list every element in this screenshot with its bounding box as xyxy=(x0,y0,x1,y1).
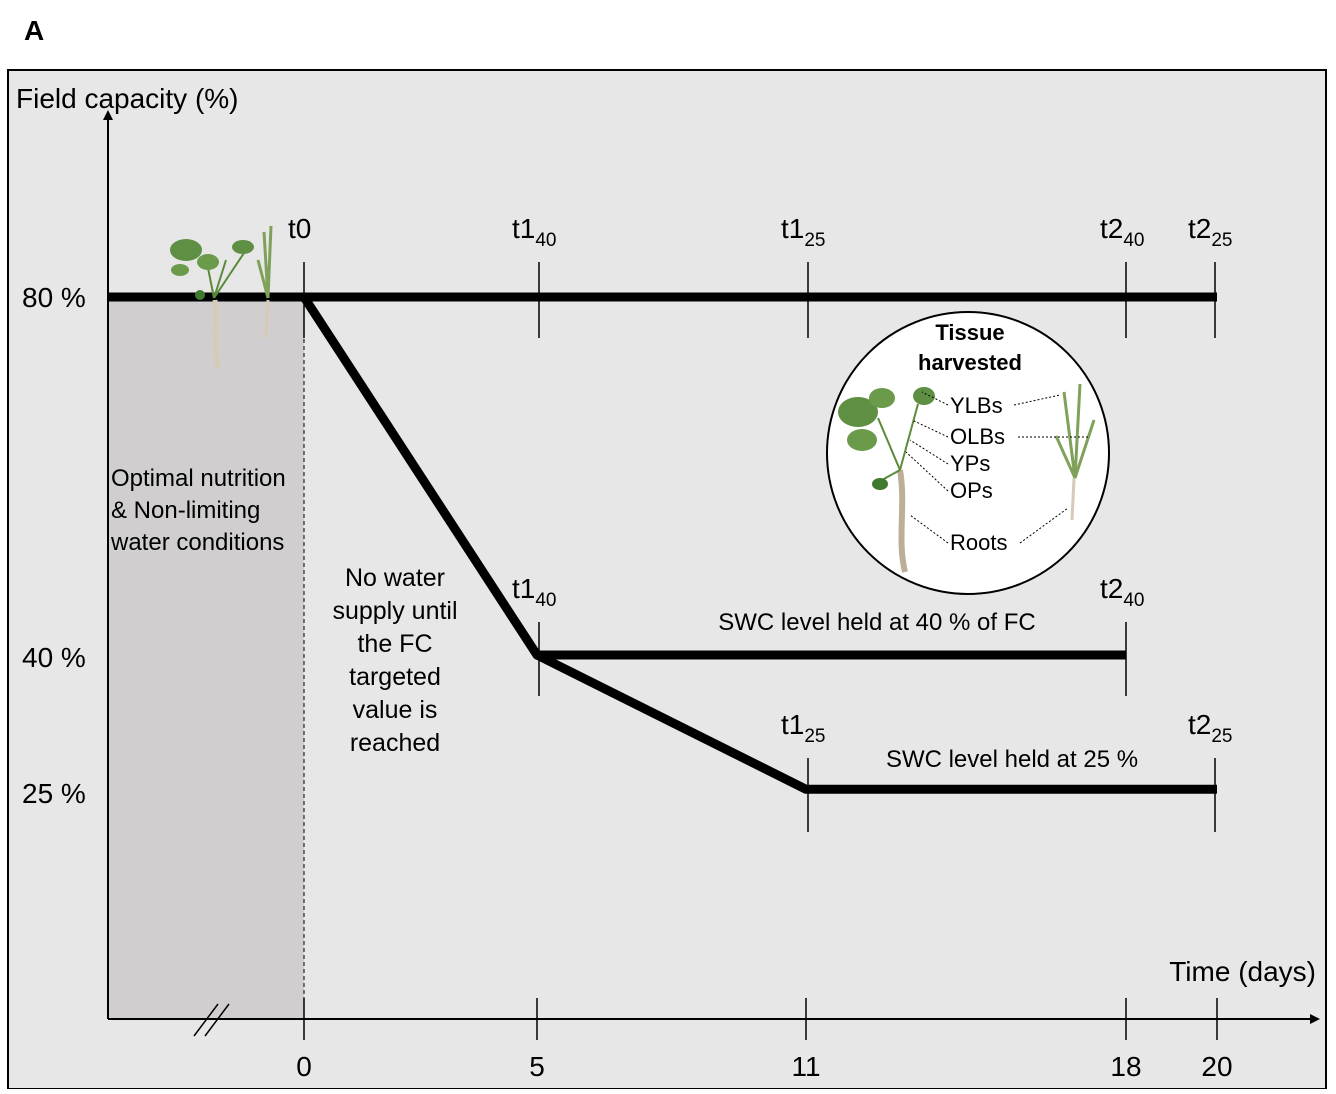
x-tick-label-20: 20 xyxy=(1201,1051,1232,1082)
y-tick-label-80: 80 % xyxy=(22,282,86,313)
no-water-label-line-4: targeted xyxy=(349,663,441,691)
tissue-label-ops: OPs xyxy=(950,478,993,503)
x-tick-label-5: 5 xyxy=(529,1051,545,1082)
timepoint-base: t2 xyxy=(1100,213,1123,244)
series-line-3 xyxy=(534,650,1217,794)
timepoint-base: t2 xyxy=(1188,213,1211,244)
timepoint-label-t1-25-low: t125 xyxy=(781,709,826,747)
tissue-title-line-2: harvested xyxy=(918,350,1022,375)
wheat-plant-icon xyxy=(1054,383,1096,521)
axis-break-mark-2 xyxy=(204,1003,230,1037)
tissue-label-ylbs: YLBs xyxy=(950,393,1003,418)
timepoint-subscript: 25 xyxy=(804,230,825,251)
x-axis-title: Time (days) xyxy=(1169,956,1316,987)
tissue-title-line-1: Tissue xyxy=(935,320,1004,345)
timepoint-subscript: 25 xyxy=(1211,230,1232,251)
timepoint-subscript: 40 xyxy=(1123,590,1144,611)
timepoint-base: t1 xyxy=(781,213,804,244)
baseline-shaded-region xyxy=(108,297,304,1019)
hold-40-label: SWC level held at 40 % of FC xyxy=(718,609,1035,636)
optimal-conditions-label-line-1: Optimal nutrition xyxy=(111,465,286,492)
timepoint-label-t2-25-top: t225 xyxy=(1188,213,1233,251)
timepoint-label-t2-25-low: t225 xyxy=(1188,709,1233,747)
timepoint-subscript: 40 xyxy=(535,230,556,251)
timepoint-base: t1 xyxy=(512,573,535,604)
timepoint-label-t1-40-mid: t140 xyxy=(512,573,557,611)
timepoint-label-t2-40-mid: t240 xyxy=(1100,573,1145,611)
no-water-label-line-3: the FC xyxy=(357,630,432,658)
hold-25-label: SWC level held at 25 % xyxy=(886,746,1138,773)
axis-break-mark-1 xyxy=(193,1003,219,1037)
panel-label: A xyxy=(24,15,44,46)
timepoint-subscript: 25 xyxy=(1211,726,1232,747)
rapeseed-plant-icon xyxy=(838,387,935,573)
rapeseed-seedling-icon xyxy=(170,239,254,369)
y-axis-title: Field capacity (%) xyxy=(16,83,239,114)
no-water-label-line-6: reached xyxy=(350,729,440,757)
no-water-label-line-2: supply until xyxy=(332,597,457,625)
wheat-seedling-icon xyxy=(256,225,273,339)
seedling-illustrations xyxy=(170,225,273,369)
x-tick-label-0: 0 xyxy=(296,1051,312,1082)
no-water-label-line-1: No water xyxy=(345,564,445,592)
y-tick-label-40: 40 % xyxy=(22,642,86,673)
tissue-harvested-callout: Tissue harvested YLBs OLBs YPs OPs Roots xyxy=(826,311,1110,595)
timepoint-label-t2-40-top: t240 xyxy=(1100,213,1145,251)
tissue-circle xyxy=(826,311,1110,595)
timepoint-base: t1 xyxy=(512,213,535,244)
timepoint-base: t2 xyxy=(1100,573,1123,604)
optimal-conditions-label-line-3: water conditions xyxy=(110,529,284,556)
timepoint-subscript: 25 xyxy=(804,726,825,747)
series-layer xyxy=(108,292,1217,794)
x-tick-label-18: 18 xyxy=(1110,1051,1141,1082)
timepoint-label-t1-40-top: t140 xyxy=(512,213,557,251)
tissue-label-yps: YPs xyxy=(950,451,990,476)
timepoint-base: t1 xyxy=(781,709,804,740)
x-tick-label-11: 11 xyxy=(791,1051,820,1082)
timepoint-label-t1-25-top: t125 xyxy=(781,213,826,251)
no-water-label-line-5: value is xyxy=(353,696,438,724)
timepoint-label-t0: t0 xyxy=(288,213,311,244)
timepoint-subscript: 40 xyxy=(1123,230,1144,251)
y-tick-label-25: 25 % xyxy=(22,778,86,809)
timepoint-subscript: 40 xyxy=(535,590,556,611)
tissue-leader-lines xyxy=(905,391,1088,544)
tissue-label-olbs: OLBs xyxy=(950,424,1005,449)
tissue-label-roots: Roots xyxy=(950,530,1007,555)
optimal-conditions-label-line-2: & Non-limiting xyxy=(111,497,260,524)
timepoint-base: t2 xyxy=(1188,709,1211,740)
